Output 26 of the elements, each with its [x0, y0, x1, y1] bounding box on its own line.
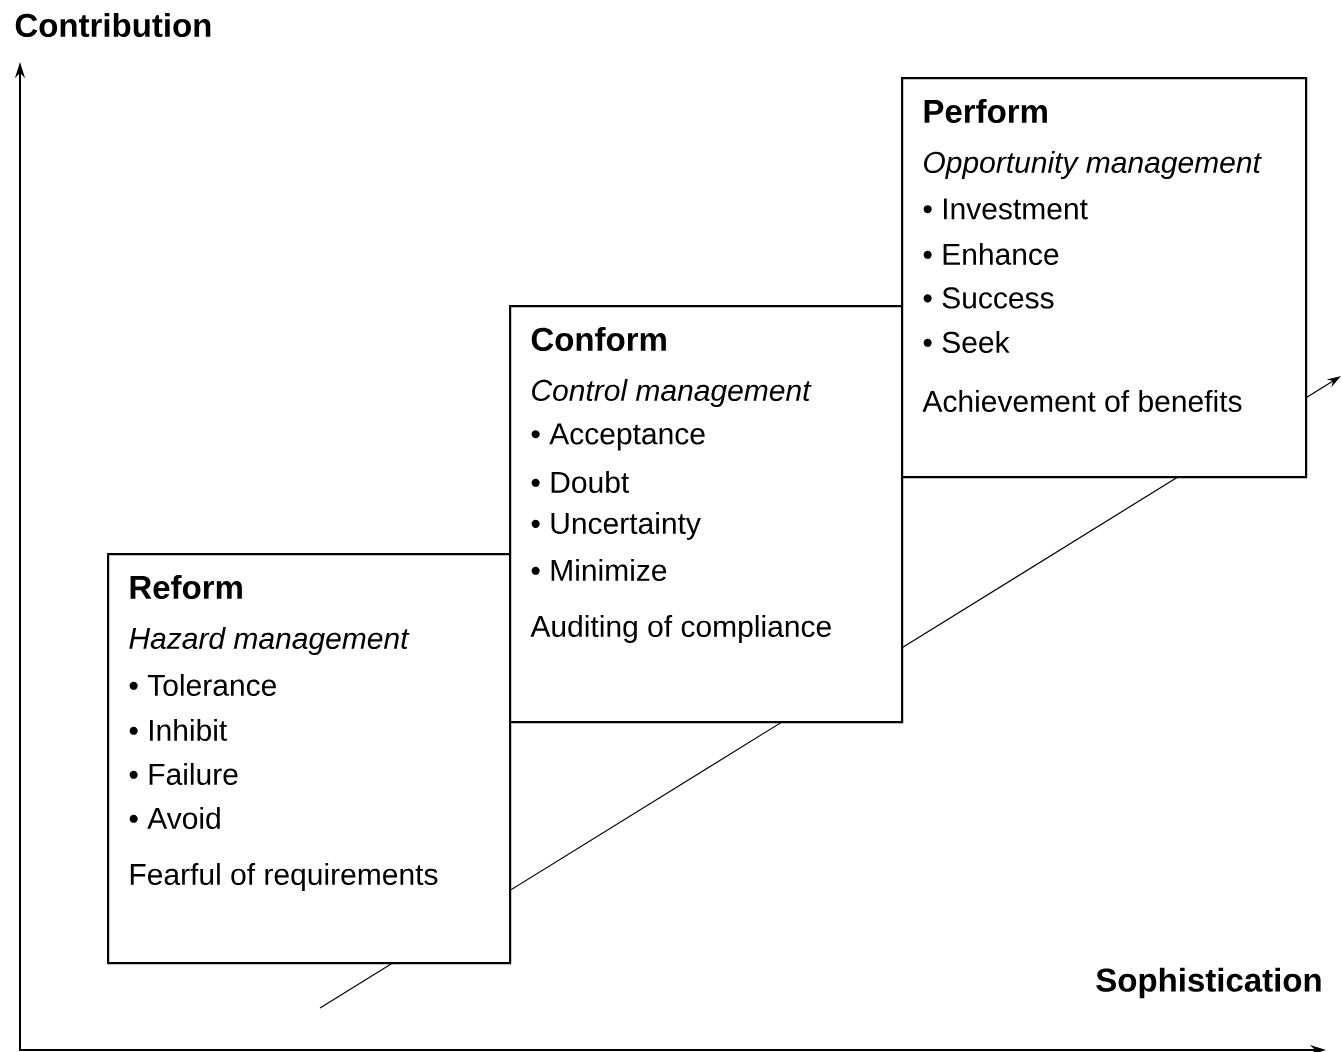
box-subtitle: Opportunity management — [924, 151, 1262, 179]
bullet-item: • Acceptance — [531, 423, 705, 451]
stage-box — [107, 553, 512, 965]
bullet-item: • Success — [923, 287, 1054, 309]
box-heading: Reform — [130, 574, 242, 600]
bullet-item: • Minimize — [531, 559, 667, 581]
axis-label: Sophistication — [1096, 967, 1321, 999]
stage-box — [901, 77, 1308, 479]
bullet-item: • Doubt — [531, 471, 630, 493]
bullet-item: • Failure — [129, 763, 238, 785]
stage-box — [509, 305, 904, 724]
box-footer: Auditing of compliance — [530, 615, 831, 643]
bullet-item: • Seek — [923, 331, 1010, 353]
box-heading: Perform — [924, 98, 1047, 124]
bullet-item: • Enhance — [923, 243, 1059, 265]
bullet-item: • Investment — [923, 198, 1088, 220]
bullet-item: • Tolerance — [129, 674, 276, 696]
bullet-item: • Uncertainty — [531, 512, 701, 540]
box-subtitle: Control management — [532, 379, 812, 407]
bullet-item: • Inhibit — [129, 719, 228, 741]
axis-label: Contribution — [15, 12, 211, 38]
box-heading: Conform — [531, 326, 666, 352]
box-footer: Achievement of benefits — [922, 390, 1242, 412]
bullet-item: • Avoid — [129, 807, 220, 829]
box-subtitle: Hazard management — [129, 627, 410, 655]
box-footer: Fearful of requirements — [130, 863, 438, 891]
